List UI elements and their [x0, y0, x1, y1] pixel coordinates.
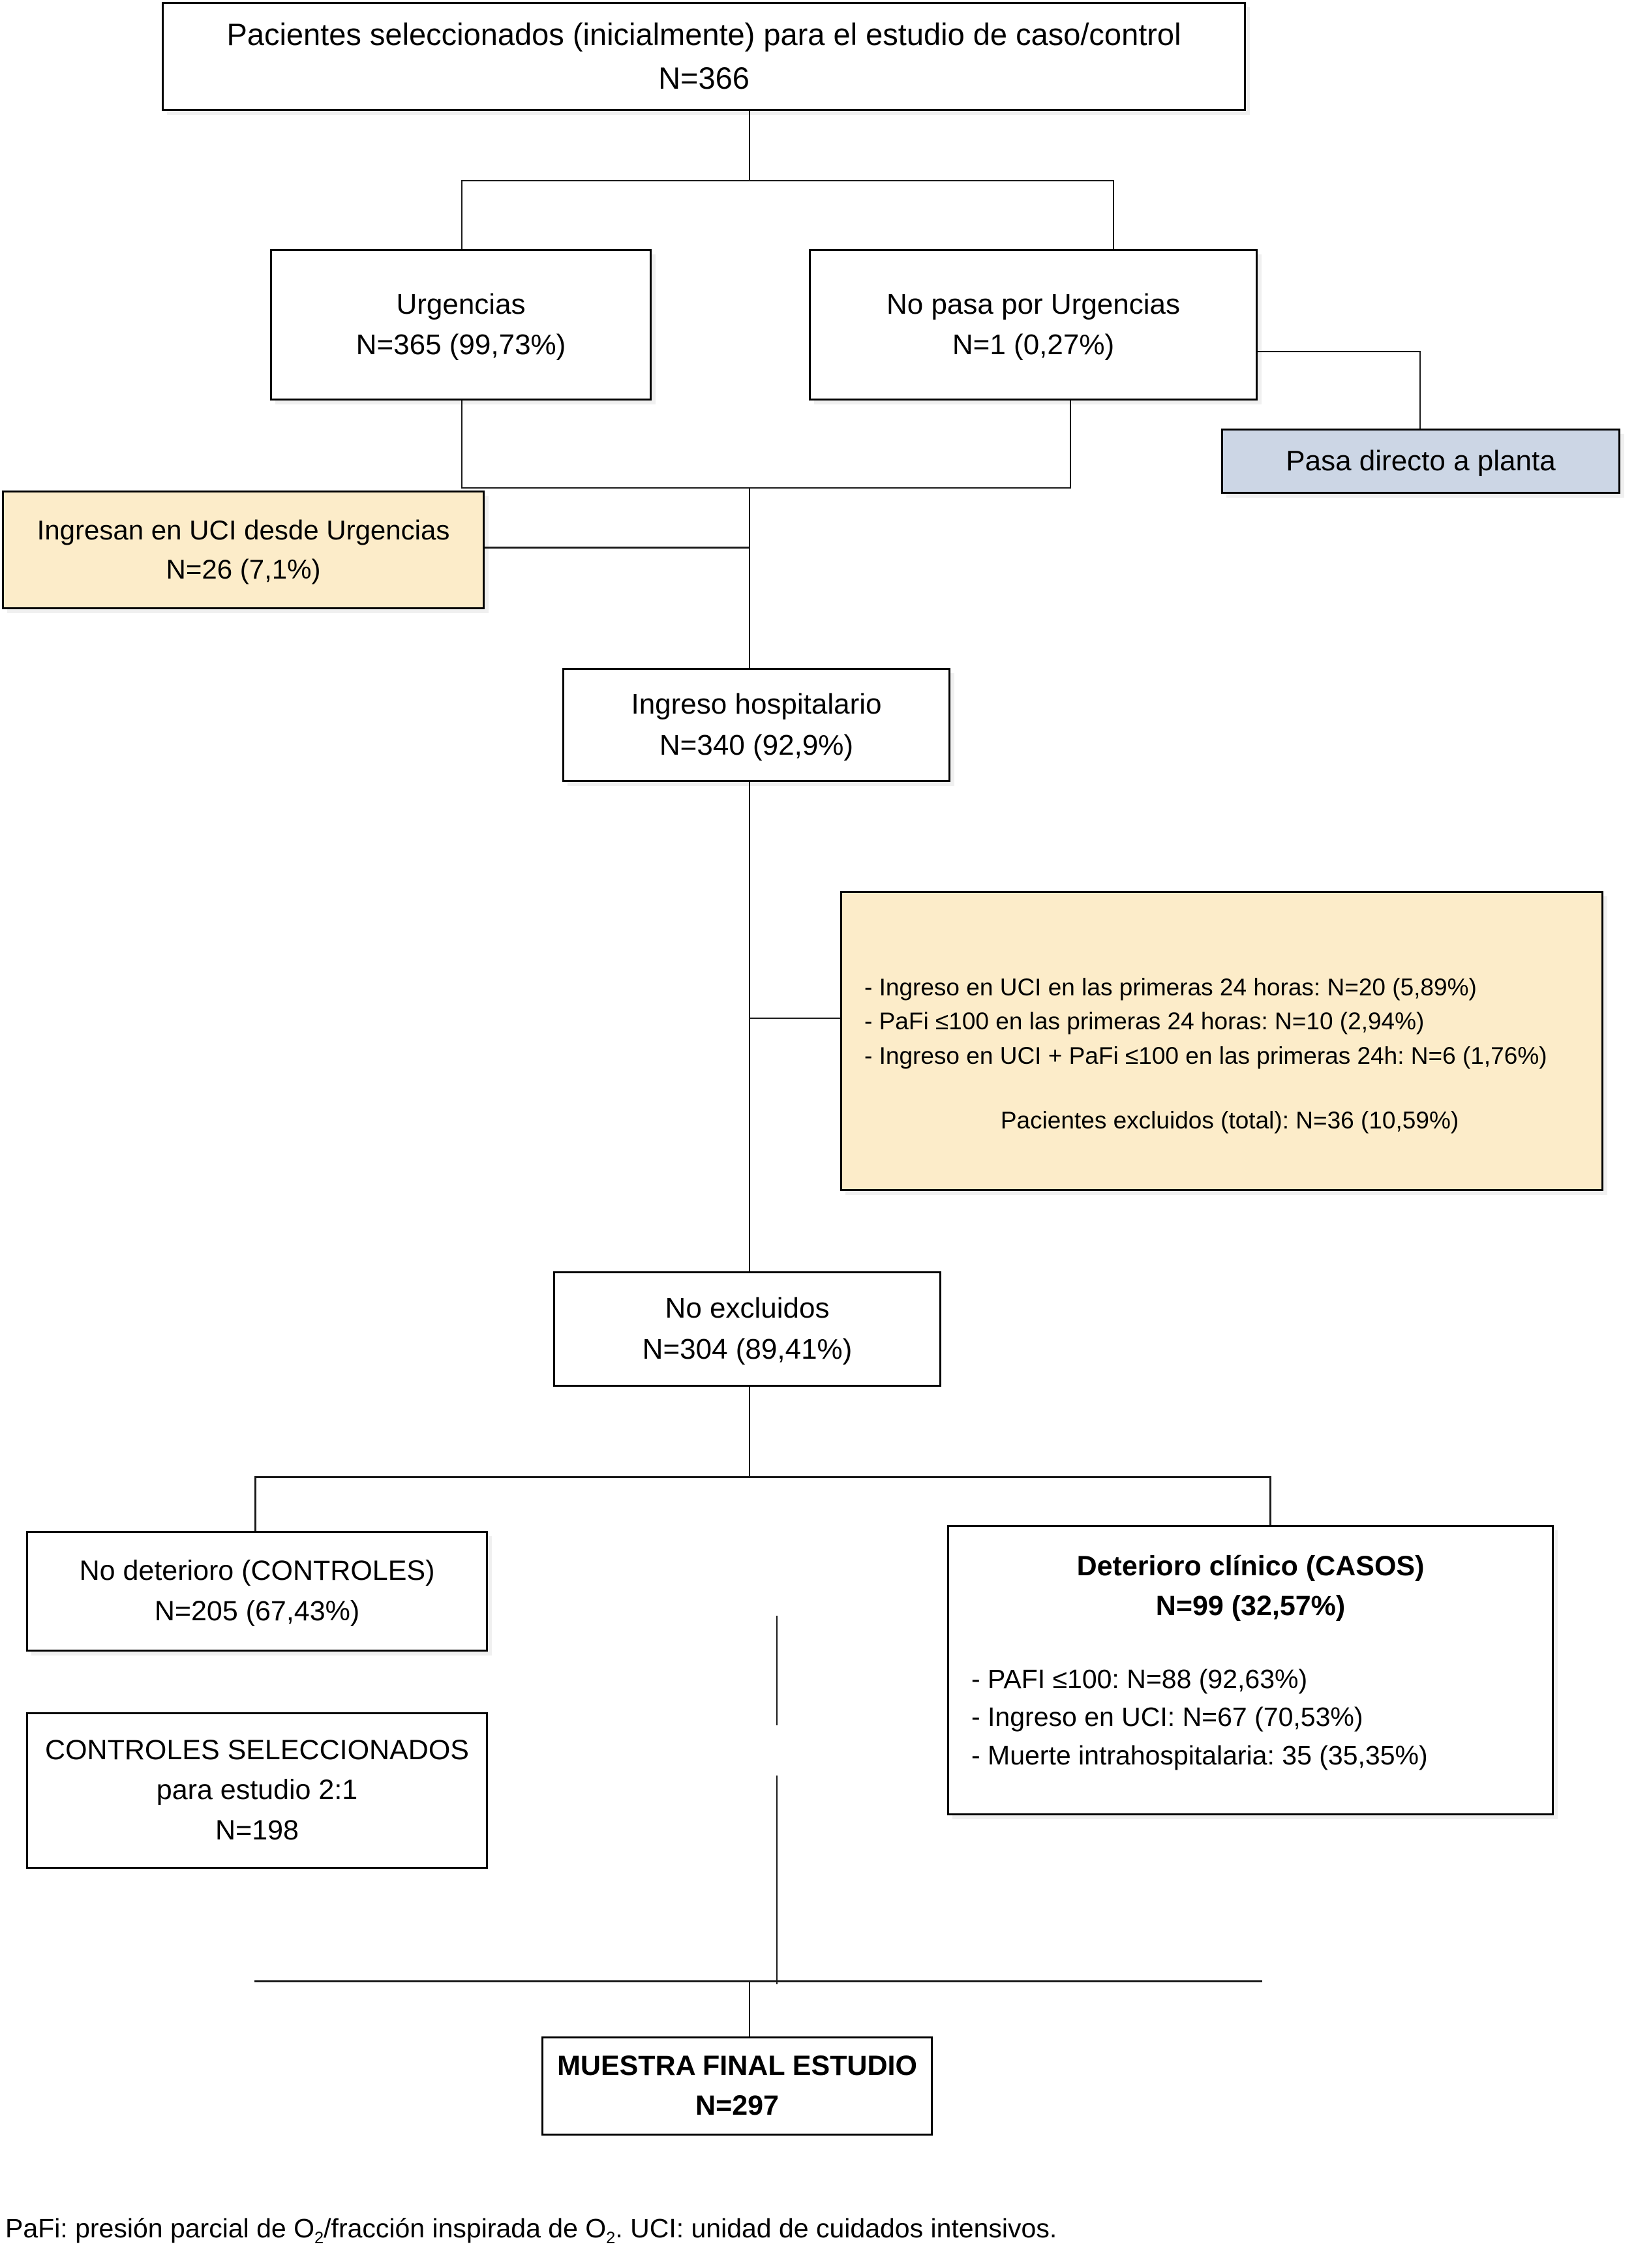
- connector-merge-down: [749, 487, 750, 670]
- node-no-deterioro-controles[interactable]: No deterioro (CONTROLES) N=205 (67,43%): [26, 1531, 488, 1652]
- connector-to-controles: [254, 1476, 256, 1532]
- casos-item-1: - PAFI ≤100: N=88 (92,63%): [971, 1664, 1308, 1695]
- node-planta-line1: Pasa directo a planta: [1286, 444, 1556, 477]
- footnote-part1: PaFi: presión parcial de O: [5, 2213, 315, 2243]
- casos-item-3: - Muerte intrahospitalaria: 35 (35,35%): [971, 1740, 1428, 1770]
- connector-to-urgencias: [461, 180, 462, 250]
- node-uci-urg-line1: Ingresan en UCI desde Urgencias: [37, 515, 450, 546]
- node-no-excluidos[interactable]: No excluidos N=304 (89,41%): [553, 1271, 941, 1387]
- connector-final-down: [749, 1980, 750, 2039]
- node-pasa-directo-planta[interactable]: Pasa directo a planta: [1221, 429, 1620, 494]
- casos-spacer: [971, 1626, 1530, 1660]
- node-initial-line2: N=366: [658, 60, 750, 95]
- node-no-urgencias-line1: No pasa por Urgencias: [886, 288, 1180, 320]
- connector-to-no-urgencias: [1113, 180, 1114, 250]
- footnote-abbreviations: PaFi: presión parcial de O2/fracción ins…: [5, 2213, 1057, 2248]
- node-uci-urg-line2: N=26 (7,1%): [166, 554, 321, 584]
- node-controles-sel-line2: para estudio 2:1: [156, 1774, 358, 1806]
- connector-no-urgencias-down: [1070, 399, 1071, 489]
- node-casos-line2: N=99 (32,57%): [1155, 1590, 1346, 1622]
- node-no-pasa-urgencias[interactable]: No pasa por Urgencias N=1 (0,27%): [809, 249, 1258, 401]
- node-no-urgencias-line2: N=1 (0,27%): [952, 329, 1115, 361]
- node-casos-line1: Deterioro clínico (CASOS): [1076, 1550, 1425, 1582]
- footnote-part3: . UCI: unidad de cuidados intensivos.: [615, 2213, 1057, 2243]
- node-no-excluidos-line2: N=304 (89,41%): [642, 1333, 853, 1365]
- footnote-sub2: 2: [606, 2229, 616, 2248]
- footnote-sub1: 2: [314, 2229, 324, 2248]
- connector-final-bar: [254, 1980, 1262, 1982]
- connector-merge-bar: [461, 487, 1070, 489]
- connector-mid-segment-lower: [776, 1776, 778, 1984]
- connector-mid-segment-upper: [776, 1616, 778, 1725]
- node-controles-line1: No deterioro (CONTROLES): [79, 1555, 435, 1587]
- connector-to-casos: [1269, 1476, 1271, 1526]
- connector-case-control-bar: [254, 1476, 1271, 1478]
- connector-planta-horizontal: [1258, 351, 1421, 352]
- casos-item-2: - Ingreso en UCI: N=67 (70,53%): [971, 1702, 1363, 1732]
- excluidos-item-1: - Ingreso en UCI en las primeras 24 hora…: [864, 973, 1477, 1001]
- node-final-line2: N=297: [695, 2090, 779, 2121]
- node-initial-line1: Pacientes seleccionados (inicialmente) p…: [226, 16, 1181, 52]
- node-pacientes-excluidos[interactable]: - Ingreso en UCI en las primeras 24 hora…: [840, 891, 1603, 1191]
- node-urgencias-line1: Urgencias: [396, 288, 526, 320]
- node-ingreso-hosp-line1: Ingreso hospitalario: [631, 688, 882, 721]
- node-pacientes-seleccionados[interactable]: Pacientes seleccionados (inicialmente) p…: [162, 2, 1246, 111]
- node-no-excluidos-line1: No excluidos: [665, 1292, 830, 1325]
- node-ingreso-hosp-line2: N=340 (92,9%): [659, 729, 854, 761]
- node-controles-seleccionados[interactable]: CONTROLES SELECCIONADOS para estudio 2:1…: [26, 1712, 488, 1869]
- node-deterioro-clinico-casos[interactable]: Deterioro clínico (CASOS) N=99 (32,57%) …: [947, 1525, 1554, 1815]
- node-controles-sel-line1: CONTROLES SELECCIONADOS: [45, 1734, 469, 1766]
- excluidos-item-3: - Ingreso en UCI + PaFi ≤100 en las prim…: [864, 1042, 1547, 1069]
- connector-excluidos: [749, 1018, 841, 1019]
- connector-uci-urgencias: [485, 547, 750, 549]
- connector-initial-down: [749, 111, 750, 181]
- node-ingresan-uci-desde-urgencias[interactable]: Ingresan en UCI desde Urgencias N=26 (7,…: [2, 491, 485, 609]
- node-urgencias[interactable]: Urgencias N=365 (99,73%): [270, 249, 652, 401]
- excluidos-total: Pacientes excluidos (total): N=36 (10,59…: [1000, 1106, 1459, 1134]
- footnote-part2: /fracción inspirada de O: [324, 2213, 607, 2243]
- node-urgencias-line2: N=365 (99,73%): [356, 329, 566, 361]
- connector-urgencias-down: [461, 399, 462, 489]
- connector-hosp-down: [749, 781, 750, 1273]
- node-muestra-final-estudio[interactable]: MUESTRA FINAL ESTUDIO N=297: [541, 2036, 933, 2136]
- excluidos-item-2: - PaFi ≤100 en las primeras 24 horas: N=…: [864, 1008, 1425, 1035]
- node-controles-line2: N=205 (67,43%): [154, 1595, 360, 1627]
- connector-split-top: [461, 180, 1114, 181]
- connector-noexcl-down: [749, 1385, 750, 1477]
- node-ingreso-hospitalario[interactable]: Ingreso hospitalario N=340 (92,9%): [562, 668, 950, 782]
- node-final-line1: MUESTRA FINAL ESTUDIO: [557, 2049, 917, 2081]
- node-controles-sel-line3: N=198: [215, 1814, 299, 1846]
- connector-planta-down: [1419, 351, 1421, 429]
